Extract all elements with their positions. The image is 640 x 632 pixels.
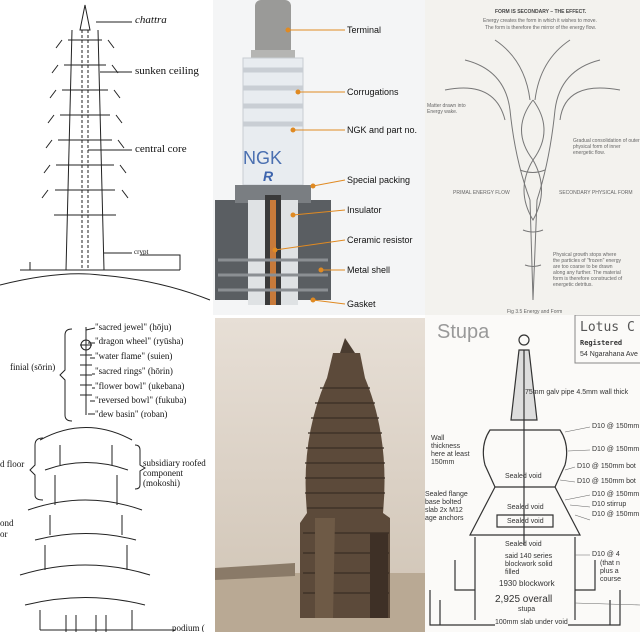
label-sacred-jewel: "sacred jewel" (hōju): [95, 322, 172, 332]
label-secondary-form: SECONDARY PHYSICAL FORM: [559, 190, 633, 196]
label-gasket: Gasket: [347, 299, 376, 309]
blockwork-height: 1930 blockwork: [499, 579, 555, 588]
label-mokoshi: subsidiary roofed component (mokoshi): [143, 458, 206, 488]
spark-plug-diagram: NGK R Terminal Corrugations NGK and part…: [213, 0, 425, 315]
note-5: D10 @ 150mm: [592, 491, 640, 498]
label-chattra: chattra: [135, 14, 167, 26]
note-4: D10 @ 150mm bot: [577, 478, 636, 485]
flange-note: Sealed flange base bolted slab 2x M12 ag…: [425, 491, 468, 522]
label-third-floor: d floor: [0, 459, 25, 469]
form-subtitle-2: The form is therefore the mirror of the …: [485, 25, 597, 31]
label-ceramic-resistor: Ceramic resistor: [347, 235, 413, 245]
wall-note: Wall thickness here at least 150mm: [431, 435, 470, 466]
label-second-floor-1: ond: [0, 518, 14, 528]
note-7: D10 @ 150mm: [592, 511, 640, 518]
label-reversed-bowl: "reversed bowl" (fukuba): [95, 395, 187, 405]
overall-height: 2,925 overall: [495, 594, 553, 605]
note-9: (that n: [600, 560, 620, 567]
form-title: FORM IS SECONDARY – THE EFFECT.: [495, 9, 587, 15]
note-10: plus a: [600, 568, 619, 575]
label-podium: podium (: [172, 623, 205, 632]
void-2: Sealed void: [507, 504, 544, 511]
label-sunken-ceiling: sunken ceiling: [135, 65, 199, 77]
company-registered: Registered: [580, 339, 623, 347]
label-gradual: Gradual consolidation of outer physical …: [573, 138, 640, 156]
note-8: D10 @ 4: [592, 551, 620, 558]
label-matter: Matter drawn into Energy wake.: [427, 103, 466, 115]
japanese-pagoda-diagram: finial (sōrin) "sacred jewel" (hōju) "dr…: [0, 315, 215, 632]
label-finial: finial (sōrin): [10, 362, 56, 372]
label-crypt: crypt: [134, 248, 149, 256]
company-address: 54 Ngarahana Ave: [580, 351, 638, 358]
brand-sub: R: [263, 168, 274, 184]
form-subtitle-1: Energy creates the form in which it wish…: [483, 18, 597, 24]
note-11: course: [600, 576, 622, 583]
note-1: D10 @ 150mm: [592, 423, 640, 430]
label-growth: Physical growth stops where the particle…: [553, 252, 623, 288]
pagoda-section-illustration: [0, 4, 211, 301]
slab-note: 100mm slab under void: [495, 619, 568, 627]
blockwork-note: said 140 series blockwork solid filled: [505, 553, 553, 576]
label-corrugations: Corrugations: [347, 87, 399, 97]
void-1: Sealed void: [505, 473, 542, 480]
note-2: D10 @ 150mm: [592, 446, 640, 453]
japanese-pagoda-illustration: [19, 327, 175, 632]
temple-photo-illustration: [215, 318, 425, 632]
temple-photograph: [215, 318, 425, 632]
figure-caption: Fig 3.5 Energy and Form: [507, 309, 563, 315]
note-pipe: 75mm galv pipe 4.5mm wall thick: [525, 389, 629, 396]
label-water-flame: "water flame" (suien): [95, 351, 173, 361]
brand-logo: NGK: [243, 148, 283, 168]
note-6: D10 stirrup: [592, 501, 627, 508]
stupa-plan-drawing: Stupa Lotus C Registered 54 Ngarahana Av…: [425, 315, 640, 632]
label-dew-basin: "dew basin" (roban): [95, 409, 168, 419]
label-insulator: Insulator: [347, 205, 382, 215]
overall-sub: stupa: [518, 606, 536, 613]
energy-form-illustration: [444, 39, 621, 301]
label-metal-shell: Metal shell: [347, 265, 391, 275]
void-4: Sealed void: [505, 541, 542, 548]
label-primal-flow: PRIMAL ENERGY FLOW: [453, 190, 510, 196]
pagoda-section-drawing: chattra sunken ceiling central core cryp…: [0, 0, 213, 315]
energy-form-diagram: FORM IS SECONDARY – THE EFFECT. Energy c…: [425, 0, 640, 315]
label-second-floor-2: or: [0, 529, 8, 539]
stupa-title: Stupa: [437, 321, 490, 343]
label-special-packing: Special packing: [347, 175, 411, 185]
label-terminal: Terminal: [347, 25, 382, 35]
label-dragon-wheel: "dragon wheel" (ryūsha): [95, 336, 184, 346]
note-3: D10 @ 150mm bot: [577, 463, 636, 470]
label-sacred-rings: "sacred rings" (hōrin): [95, 366, 173, 376]
label-part-no: NGK and part no.: [347, 125, 418, 135]
label-central-core: central core: [135, 143, 187, 155]
spark-plug-illustration: [215, 0, 346, 305]
void-3: Sealed void: [507, 518, 544, 525]
company-name: Lotus C: [580, 320, 635, 335]
label-flower-bowl: "flower bowl" (ukebana): [95, 381, 185, 391]
